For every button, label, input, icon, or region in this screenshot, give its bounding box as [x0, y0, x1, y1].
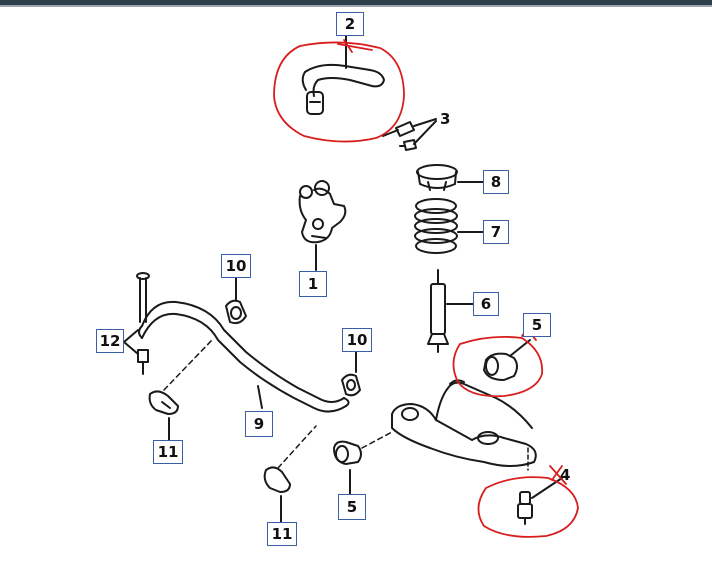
part-5-bushing-upper [483, 339, 531, 381]
callout-5-upper: 5 [523, 313, 551, 337]
red-circle-bushing [452, 335, 544, 398]
callout-12: 12 [96, 329, 124, 353]
part-2-upper-arm [301, 31, 385, 115]
window-top-border [0, 5, 712, 7]
red-circle-upper-arm [273, 41, 405, 143]
callout-10-right: 10 [342, 328, 372, 352]
part-12-link-bolt [123, 272, 150, 375]
callout-9: 9 [245, 411, 273, 437]
red-mark-part-2 [337, 39, 373, 53]
callout-2: 2 [336, 12, 364, 36]
callout-5-lower: 5 [338, 494, 366, 520]
callout-7: 7 [483, 220, 509, 244]
part-6-shock-absorber [427, 269, 474, 353]
part-5-bushing-lower [333, 431, 393, 495]
part-7-coil-spring [414, 198, 484, 254]
part-9-stabilizer-bar [138, 300, 350, 413]
callout-4: 4 [560, 466, 571, 484]
callout-3: 3 [440, 110, 451, 128]
callout-10-left: 10 [221, 254, 251, 278]
red-annotations [273, 39, 579, 538]
part-8-spring-seat [416, 164, 484, 191]
callout-6: 6 [473, 292, 499, 316]
callout-11-left: 11 [153, 440, 183, 464]
callout-1: 1 [299, 271, 327, 297]
part-10-bushing-right [341, 351, 361, 397]
red-mark-part-4 [549, 465, 567, 485]
window-top-bar [0, 0, 712, 5]
part-1-steering-knuckle [298, 180, 347, 271]
part-10-bushing-left [225, 277, 247, 325]
part-11-bracket-lower [263, 425, 317, 523]
part-11-bracket-left [148, 339, 213, 441]
callout-8: 8 [483, 170, 509, 194]
part-4-ball-joint [517, 477, 563, 525]
callout-11-lower: 11 [267, 522, 297, 546]
part-3-bolts [382, 118, 437, 151]
red-circle-ball-joint [477, 476, 579, 538]
